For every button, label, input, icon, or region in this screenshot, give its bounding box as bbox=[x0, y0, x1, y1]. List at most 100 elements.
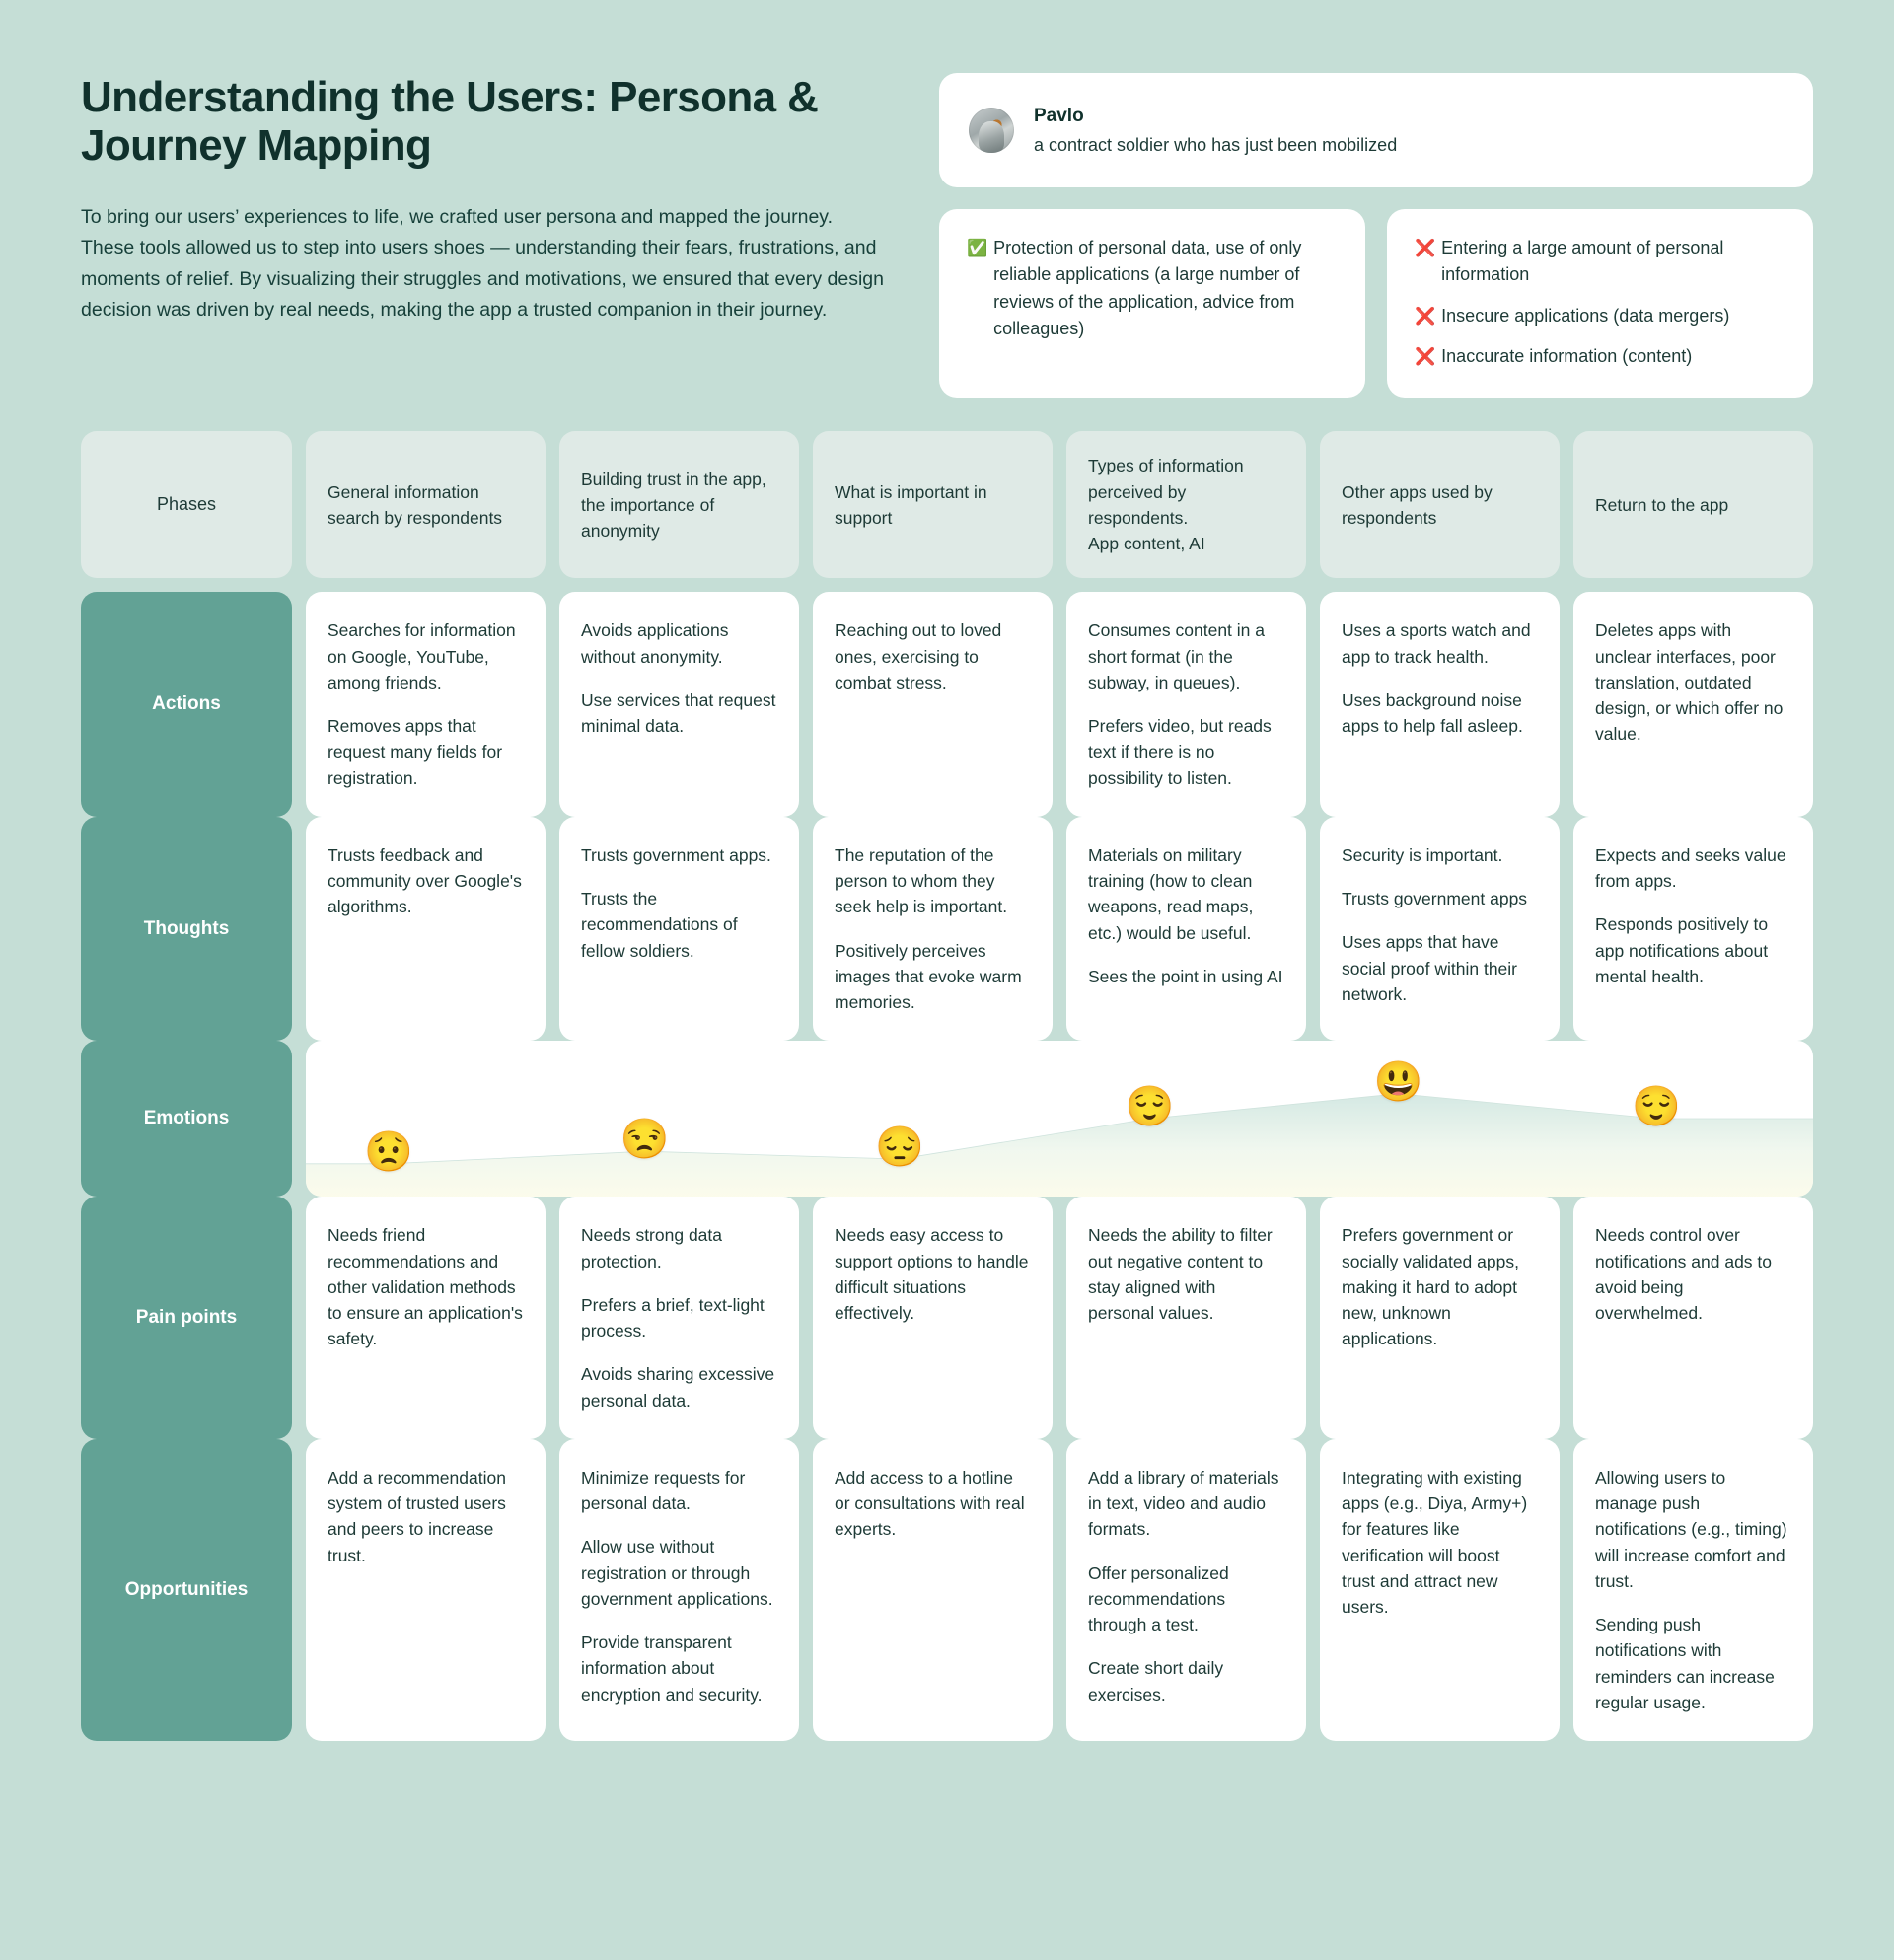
persona-role: a contract soldier who has just been mob… bbox=[1034, 134, 1398, 155]
pensive-face-emoji: 😔 bbox=[875, 1125, 924, 1169]
cell-paragraph: Needs strong data protection. bbox=[581, 1225, 723, 1271]
cell-paragraph: Trusts government apps bbox=[1342, 889, 1528, 909]
journey-map-grid: Phases General information search by res… bbox=[0, 398, 1894, 1800]
cell-paragraph: Trusts government apps. bbox=[581, 844, 771, 865]
cell-paragraph: Sees the point in using AI bbox=[1088, 966, 1283, 986]
cell-paragraph: Reaching out to loved ones, exercising t… bbox=[835, 620, 1002, 692]
journey-cell: Expects and seeks value from apps.Respon… bbox=[1573, 816, 1813, 1042]
phases-label: Phases bbox=[81, 431, 292, 579]
journey-cell: Consumes content in a short format (in t… bbox=[1066, 592, 1306, 817]
positives-card: ✅ Protection of personal data, use of on… bbox=[939, 209, 1365, 399]
phase-header-cell: Other apps used by respondents bbox=[1320, 431, 1560, 579]
persona-name: Pavlo bbox=[1034, 105, 1084, 126]
cross-mark-icon: ❌ bbox=[1415, 347, 1436, 367]
journey-cell: Needs easy access to support options to … bbox=[813, 1197, 1053, 1439]
phase-label: Other apps used by respondents bbox=[1342, 481, 1493, 528]
cell-paragraph: Avoids applications without anonymity. bbox=[581, 620, 729, 667]
relieved-face-emoji: 😌 bbox=[1632, 1084, 1681, 1128]
persona-meta: Pavlo a contract soldier who has just be… bbox=[1034, 106, 1397, 156]
header-section: Understanding the Users: Persona & Journ… bbox=[0, 0, 1894, 399]
cell-paragraph: Use services that request minimal data. bbox=[581, 690, 776, 737]
cell-paragraph: Allow use without registration or throug… bbox=[581, 1537, 773, 1609]
phases-header-row: Phases General information search by res… bbox=[81, 431, 1813, 579]
emotion-curve-svg bbox=[306, 1041, 1813, 1198]
cell-paragraph: Offer personalized recommendations throu… bbox=[1088, 1562, 1229, 1635]
cell-paragraph: Security is important. bbox=[1342, 844, 1503, 865]
cell-paragraph: Prefers a brief, text-light process. bbox=[581, 1294, 765, 1342]
journey-cell: Allowing users to manage push notificati… bbox=[1573, 1438, 1813, 1742]
grinning-face-emoji: 😃 bbox=[1373, 1059, 1423, 1104]
relieved-face-emoji: 😌 bbox=[1125, 1084, 1175, 1128]
list-item: ✅ Protection of personal data, use of on… bbox=[967, 235, 1338, 342]
negative-text: Entering a large amount of personal info… bbox=[1441, 238, 1724, 285]
journey-cell: Prefers government or socially validated… bbox=[1320, 1197, 1560, 1439]
phase-label: Return to the app bbox=[1595, 494, 1729, 515]
journey-cell: Add access to a hotline or consultations… bbox=[813, 1438, 1053, 1742]
cell-paragraph: Add a library of materials in text, vide… bbox=[1088, 1467, 1279, 1540]
journey-cell: Avoids applications without anonymity. Us… bbox=[559, 592, 799, 817]
journey-cell: Needs strong data protection. Prefers a b… bbox=[559, 1197, 799, 1439]
cell-paragraph: Uses a sports watch and app to track hea… bbox=[1342, 620, 1531, 667]
journey-cell: Security is important. Trusts government … bbox=[1320, 816, 1560, 1042]
soldier-avatar-icon bbox=[969, 108, 1014, 153]
intro-paragraph: To bring our users’ experiences to life,… bbox=[81, 205, 884, 322]
cell-paragraph: Trusts the recommendations of fellow sol… bbox=[581, 889, 738, 961]
cell-paragraph: Add access to a hotline or consultations… bbox=[835, 1467, 1025, 1540]
journey-row-opportunities: Opportunities Add a recommendation system… bbox=[81, 1438, 1813, 1742]
cell-paragraph: Create short daily exercises. bbox=[1088, 1658, 1224, 1705]
journey-cell: Needs the ability to filter out negative… bbox=[1066, 1197, 1306, 1439]
cell-paragraph: Needs easy access to support options to … bbox=[835, 1225, 1029, 1324]
phase-header-cell: Types of information perceived by respon… bbox=[1066, 431, 1306, 579]
cell-paragraph: Consumes content in a short format (in t… bbox=[1088, 620, 1265, 692]
journey-cell: Trusts feedback and community over Googl… bbox=[306, 816, 546, 1042]
cross-mark-icon: ❌ bbox=[1415, 306, 1436, 326]
list-item: ❌ Inaccurate information (content) bbox=[1415, 343, 1785, 370]
journey-cell: Deletes apps with unclear interfaces, po… bbox=[1573, 592, 1813, 817]
cell-paragraph: The reputation of the person to whom the… bbox=[835, 844, 1008, 917]
negative-text: Inaccurate information (content) bbox=[1441, 346, 1693, 367]
emotion-curve-chart: 😟😒😔😌😃😌 bbox=[306, 1041, 1813, 1198]
cell-paragraph: Deletes apps with unclear interfaces, po… bbox=[1595, 620, 1784, 745]
list-item: ❌ Insecure applications (data mergers) bbox=[1415, 303, 1785, 329]
journey-cell: Reaching out to loved ones, exercising t… bbox=[813, 592, 1053, 817]
cell-paragraph: Trusts feedback and community over Googl… bbox=[328, 844, 522, 917]
journey-cell: Searches for information on Google, YouT… bbox=[306, 592, 546, 817]
cell-paragraph: Integrating with existing apps (e.g., Di… bbox=[1342, 1467, 1528, 1618]
cell-paragraph: Positively perceives images that evoke w… bbox=[835, 940, 1022, 1013]
cell-paragraph: Removes apps that request many fields fo… bbox=[328, 716, 503, 788]
cell-paragraph: Needs the ability to filter out negative… bbox=[1088, 1225, 1273, 1324]
phase-label: What is important in support bbox=[835, 481, 987, 528]
row-label-opportunities: Opportunities bbox=[81, 1438, 292, 1742]
positives-negatives-row: ✅ Protection of personal data, use of on… bbox=[939, 209, 1813, 399]
cell-paragraph: Prefers government or socially validated… bbox=[1342, 1225, 1519, 1349]
persona-column: Pavlo a contract soldier who has just be… bbox=[939, 73, 1813, 399]
cell-paragraph: Avoids sharing excessive personal data. bbox=[581, 1364, 775, 1411]
cell-paragraph: Sending push notifications with reminder… bbox=[1595, 1615, 1775, 1712]
emotion-area-fill bbox=[306, 1094, 1813, 1198]
intro-block: Understanding the Users: Persona & Journ… bbox=[81, 73, 900, 327]
journey-row-thoughts: Thoughts Trusts feedback and community ov… bbox=[81, 816, 1813, 1042]
check-mark-icon: ✅ bbox=[967, 239, 988, 257]
page-title: Understanding the Users: Persona & Journ… bbox=[81, 73, 819, 171]
row-label-emotions: Emotions bbox=[81, 1041, 292, 1198]
cell-paragraph: Add a recommendation system of trusted u… bbox=[328, 1467, 506, 1565]
cell-paragraph: Uses background noise apps to help fall … bbox=[1342, 690, 1523, 737]
phase-header-cell: Return to the app bbox=[1573, 431, 1813, 579]
cell-paragraph: Minimize requests for personal data. bbox=[581, 1467, 746, 1514]
list-item: ❌ Entering a large amount of personal in… bbox=[1415, 235, 1785, 289]
negative-text: Insecure applications (data mergers) bbox=[1441, 305, 1730, 326]
row-label-actions: Actions bbox=[81, 592, 292, 817]
journey-cell: Trusts government apps. Trusts the recomm… bbox=[559, 816, 799, 1042]
row-label-pain-points: Pain points bbox=[81, 1197, 292, 1439]
phase-header-cell: Building trust in the app, the importanc… bbox=[559, 431, 799, 579]
journey-cell: Integrating with existing apps (e.g., Di… bbox=[1320, 1438, 1560, 1742]
journey-cell: Minimize requests for personal data. Allo… bbox=[559, 1438, 799, 1742]
phase-label: Building trust in the app, the importanc… bbox=[581, 469, 766, 542]
journey-row-emotions: Emotions😟😒😔😌😃😌 bbox=[81, 1041, 1813, 1198]
journey-cell: Needs control over notifications and ads… bbox=[1573, 1197, 1813, 1439]
row-label-thoughts: Thoughts bbox=[81, 816, 292, 1042]
journey-cell: Add a library of materials in text, vide… bbox=[1066, 1438, 1306, 1742]
